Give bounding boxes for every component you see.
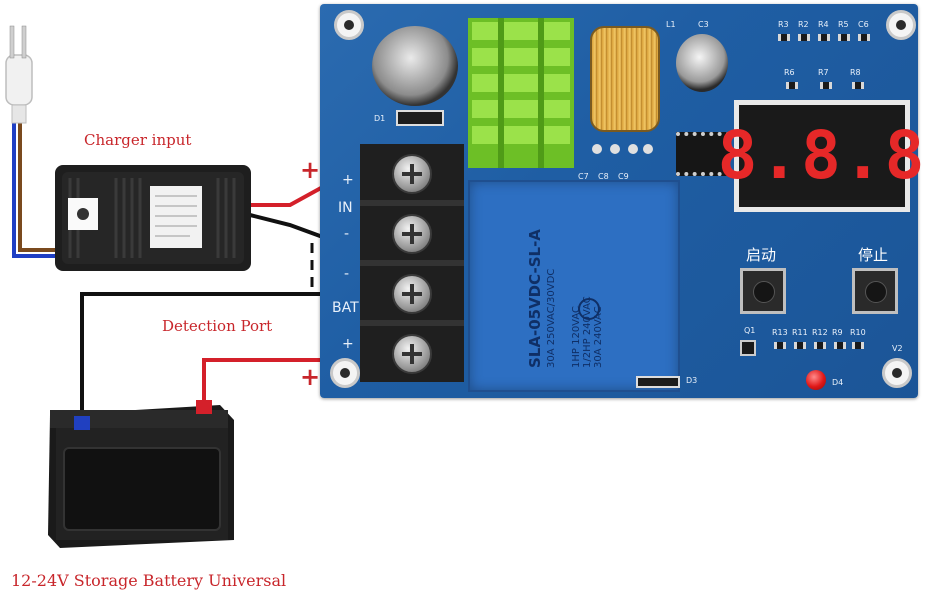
terminal-screw-bat-plus[interactable] — [392, 334, 432, 374]
silk-r10: R10 — [850, 328, 866, 337]
power-plug — [5, 25, 33, 124]
terminal-plus-in: + — [342, 172, 354, 188]
silk-r4: R4 — [818, 20, 829, 29]
start-button[interactable] — [740, 268, 786, 314]
stop-button-label: 停止 — [858, 246, 889, 264]
silk-r2: R2 — [798, 20, 809, 29]
mounting-hole-top-right — [886, 10, 916, 40]
terminal-screw-in-plus[interactable] — [392, 154, 432, 194]
smd-r8 — [852, 82, 864, 89]
toroid-inductor — [590, 26, 660, 132]
terminal-plus-bat: + — [342, 336, 354, 352]
silk-c7: C7 — [578, 172, 589, 181]
silk-c3: C3 — [698, 20, 709, 29]
silk-r5: R5 — [838, 20, 849, 29]
seven-segment-display: 8.8.8 — [718, 100, 924, 212]
diode-d3 — [636, 376, 680, 388]
terminal-minus-bat: - — [344, 266, 350, 282]
detection-port-label: Detection Port — [162, 317, 273, 335]
terminal-minus-in: - — [344, 226, 350, 242]
terminal-screw-bat-minus[interactable] — [392, 274, 432, 314]
smd-r6 — [786, 82, 798, 89]
electrolytic-capacitor — [372, 26, 458, 106]
battery-caption: 12-24V Storage Battery Universal — [11, 571, 287, 590]
relay-module: SLA-05VDC-SL-A 30A 250VAC/30VDC 1HP 120V… — [468, 180, 680, 392]
detection-plus-sign: + — [300, 362, 321, 391]
silk-r6: R6 — [784, 68, 795, 77]
mounting-hole-top-left — [334, 10, 364, 40]
terminal-divider — [360, 320, 464, 326]
small-capacitor — [676, 34, 728, 92]
mains-cable-brown — [18, 120, 60, 252]
smd-r12 — [814, 342, 826, 349]
storage-battery — [48, 400, 234, 548]
mains-cable-blue — [12, 120, 60, 258]
silk-r9: R9 — [832, 328, 843, 337]
silk-v2: V2 — [892, 344, 903, 353]
smd-r10 — [852, 342, 864, 349]
relay-rating-2: 1HP 120VAC — [571, 305, 582, 368]
silk-c6: C6 — [858, 20, 869, 29]
relay-rating-1: 30A 250VAC/30VDC — [546, 268, 557, 368]
relay-rating-4: 30A 240VAC — [593, 306, 604, 368]
control-ic-chip — [676, 132, 730, 176]
silk-r11: R11 — [792, 328, 808, 337]
silk-c8: C8 — [598, 172, 609, 181]
terminal-screw-in-minus[interactable] — [392, 214, 432, 254]
silk-c9: C9 — [618, 172, 629, 181]
silk-r12: R12 — [812, 328, 828, 337]
silk-d4: D4 — [832, 378, 844, 387]
smd-r11 — [794, 342, 806, 349]
relay-rating-3: 1/2HP 240VAC — [582, 296, 593, 368]
smd-c6 — [858, 34, 870, 41]
relay-model: SLA-05VDC-SL-A — [526, 229, 544, 368]
display-readout: 8.8.8 — [717, 117, 927, 194]
terminal-in-label: IN — [338, 200, 353, 216]
silk-d1: D1 — [374, 114, 386, 123]
charger-plus-sign: + — [300, 155, 321, 184]
heatsink — [468, 18, 574, 168]
silk-r13: R13 — [772, 328, 788, 337]
terminal-divider — [360, 200, 464, 206]
transistor-q1 — [740, 340, 756, 356]
mounting-hole-bottom-right — [882, 358, 912, 388]
relay-cert-icon — [578, 298, 600, 320]
terminal-bat-label: BAT — [332, 300, 359, 316]
smd-r4 — [818, 34, 830, 41]
test-pads — [592, 144, 653, 154]
smd-r9 — [834, 342, 846, 349]
silk-l1: L1 — [666, 20, 676, 29]
diode-d1 — [396, 110, 444, 126]
silk-r8: R8 — [850, 68, 861, 77]
smd-r3 — [778, 34, 790, 41]
charger-unit — [55, 165, 251, 271]
smd-r13 — [774, 342, 786, 349]
stop-button[interactable] — [852, 268, 898, 314]
smd-r5 — [838, 34, 850, 41]
silk-q1: Q1 — [744, 326, 756, 335]
battery-wire-red — [202, 358, 345, 405]
terminal-divider — [360, 260, 464, 266]
smd-r7 — [820, 82, 832, 89]
relay-text-block: SLA-05VDC-SL-A 30A 250VAC/30VDC 1HP 120V… — [526, 198, 656, 368]
charging-control-board: L1 C3 D1 R3 R2 R4 R5 C6 R6 R7 R8 C7 C8 C… — [320, 4, 924, 398]
mounting-hole-bottom-left — [330, 358, 360, 388]
silk-r7: R7 — [818, 68, 829, 77]
battery-wire-black — [80, 292, 345, 420]
silk-r3: R3 — [778, 20, 789, 29]
start-button-label: 启动 — [746, 246, 777, 264]
silk-d3: D3 — [686, 376, 698, 385]
screw-terminal-block — [360, 144, 464, 382]
status-led-d4 — [806, 370, 826, 390]
smd-r2 — [798, 34, 810, 41]
charger-input-label: Charger input — [84, 131, 192, 149]
